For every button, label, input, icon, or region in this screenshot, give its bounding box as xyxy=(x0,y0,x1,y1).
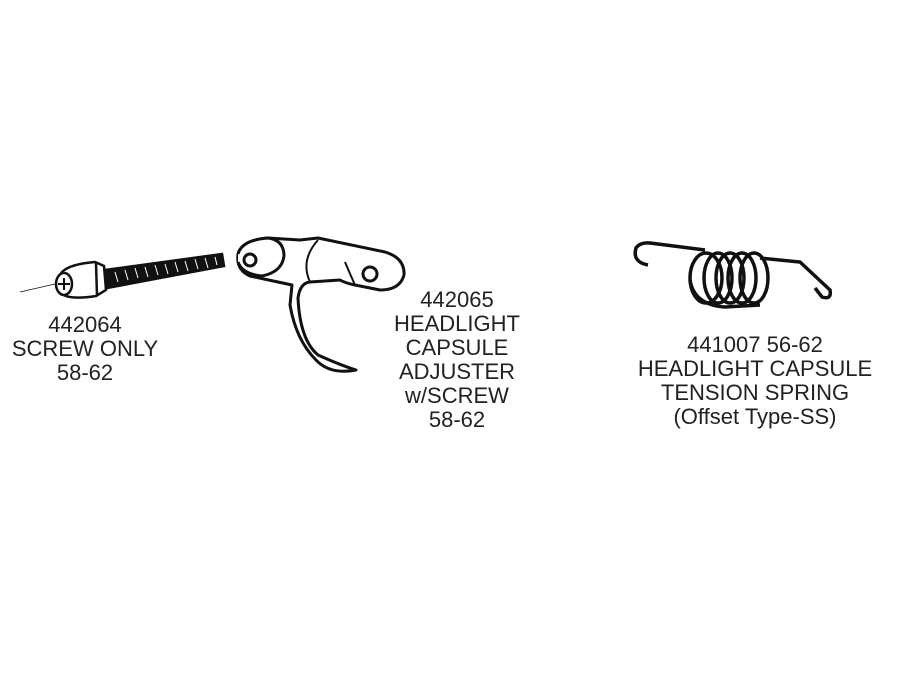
part-number: 442064 xyxy=(48,312,122,337)
screw-drawing xyxy=(19,252,226,299)
part-description: w/SCREW xyxy=(405,383,509,408)
part-description: HEADLIGHT CAPSULE xyxy=(637,356,873,381)
part-label-442065: 442065 HEADLIGHT CAPSULE ADJUSTER w/SCRE… xyxy=(377,288,537,432)
part-label-442064: 442064 SCREW ONLY 58-62 xyxy=(5,313,165,385)
part-description: ADJUSTER xyxy=(398,359,516,384)
part-years: 58-62 xyxy=(428,407,486,432)
adjuster-drawing xyxy=(236,236,406,373)
part-number: 441007 56-62 xyxy=(687,332,823,357)
part-label-441007: 441007 56-62 HEADLIGHT CAPSULE TENSION S… xyxy=(615,333,895,429)
spring-drawing xyxy=(633,241,833,309)
part-description: CAPSULE xyxy=(405,335,509,360)
part-number: 442065 xyxy=(420,287,494,312)
part-description: HEADLIGHT xyxy=(394,311,520,336)
part-years: 58-62 xyxy=(56,360,114,385)
part-description: SCREW ONLY xyxy=(11,336,159,361)
part-type: (Offset Type-SS) xyxy=(673,404,837,429)
part-description: TENSION SPRING xyxy=(660,380,850,405)
